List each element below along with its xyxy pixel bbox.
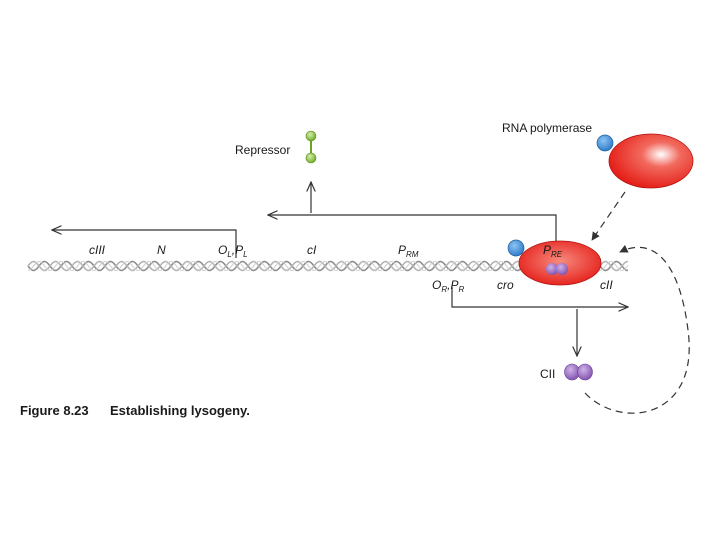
gene-ciii-label: cIII xyxy=(89,243,106,257)
pre-transcript-arrow xyxy=(268,215,557,244)
pl-transcript-arrow xyxy=(52,230,237,258)
repressor-dimer-icon xyxy=(305,130,317,164)
figure-number: Figure 8.23 xyxy=(20,403,89,418)
gene-ci-label: cI xyxy=(307,243,317,257)
rna-polymerase-label: RNA polymerase xyxy=(502,121,592,135)
gene-n-label: N xyxy=(157,243,166,257)
gene-cro-label: cro xyxy=(497,278,514,292)
or-pr-site-label: OR,PR xyxy=(432,278,464,294)
bound-rna-polymerase-icon xyxy=(507,239,602,286)
cii-protein-icon xyxy=(564,363,593,381)
pre-site-label: PRE xyxy=(543,243,563,259)
pr-transcript-arrow xyxy=(451,287,628,307)
polymerase-binding-dashed-arrow xyxy=(591,191,626,241)
free-rna-polymerase-icon xyxy=(596,133,694,189)
gene-cii-label: cII xyxy=(600,278,613,292)
ol-pl-site-label: OL,PL xyxy=(218,243,248,259)
cii-feedback-dashed-arrow xyxy=(584,244,690,414)
repressor-label: Repressor xyxy=(235,143,290,157)
figure-caption: Establishing lysogeny. xyxy=(110,403,250,418)
prm-site-label: PRM xyxy=(398,243,419,259)
cii-protein-label: CII xyxy=(540,367,555,381)
